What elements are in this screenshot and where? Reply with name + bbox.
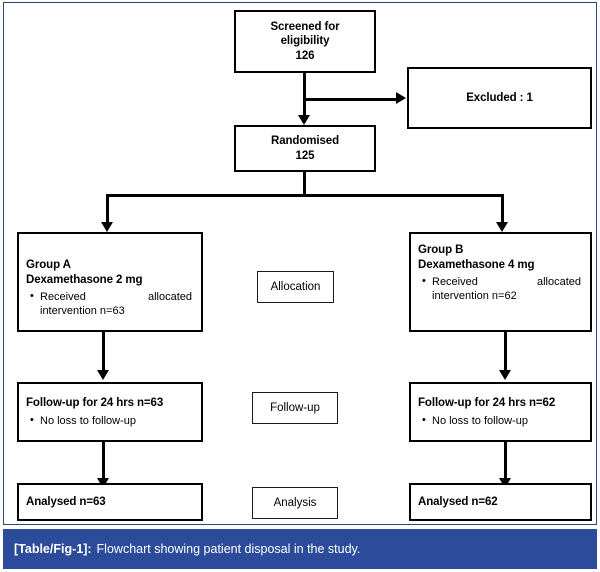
group-b-title-line2: Dexamethasone 4 mg [418,258,535,271]
followup-b-bullet: No loss to follow-up [422,413,583,428]
connector-randomised-stem [303,172,307,196]
group-b-bullet-left: Received [432,276,478,288]
group-b-bullet-second: intervention n=62 [432,290,517,302]
followup-a-bullet-text: No loss to follow-up [40,414,136,427]
figure-caption-text: Flowchart showing patient disposal in th… [96,542,361,556]
screened-line2: eligibility [280,35,330,48]
group-b-bullet-right: allocated [536,276,581,288]
arrowhead-excluded [396,92,406,104]
stage-label-analysis: Analysis [252,487,338,519]
connector-to-group-b [501,194,505,224]
node-followup-a: Follow-up for 24 hrs n=63 No loss to fol… [17,382,203,442]
followup-b-title: Follow-up for 24 hrs n=62 [418,397,556,409]
stage-label-analysis-text: Analysis [273,497,317,509]
followup-b-bullet-text: No loss to follow-up [432,414,528,427]
arrowhead-group-a [101,222,113,232]
randomised-line1: Randomised [270,135,339,147]
group-b-bullet-received: Received allocated intervention n=62 [422,274,583,303]
arrowhead-followup-a [97,370,109,380]
connector-to-group-a [106,194,110,224]
arrowhead-group-b [496,222,508,232]
connector-followup-a-to-analysed-a [102,442,106,480]
node-group-b: Group B Dexamethasone 4 mg Received allo… [409,232,592,332]
node-excluded: Excluded : 1 [407,67,592,129]
connector-group-b-to-followup-b [504,332,508,372]
figure-caption-bar: [Table/Fig-1]: Flowchart showing patient… [3,529,597,569]
figure-caption-tag: [Table/Fig-1]: [14,542,92,556]
connector-followup-b-to-analysed-b [504,442,508,480]
connector-group-a-to-followup-a [102,332,106,372]
arrowhead-followup-b [499,370,511,380]
stage-label-followup-text: Follow-up [270,402,320,414]
group-b-bullet-list: Received allocated intervention n=62 [418,274,583,303]
group-a-title-line2: Dexamethasone 2 mg [26,273,143,286]
followup-b-bullet-list: No loss to follow-up [418,413,583,428]
screened-count: 126 [295,49,315,62]
group-a-bullet-right: allocated [147,291,192,303]
group-b-title-line1: Group B [418,244,464,256]
node-randomised: Randomised 125 [234,125,376,172]
connector-screened-to-randomised [303,73,307,117]
node-analysed-a: Analysed n=63 [17,483,203,521]
connector-screened-to-excluded [303,98,397,102]
followup-a-title: Follow-up for 24 hrs n=63 [26,397,164,409]
group-a-title-line1: Group A [26,259,71,271]
analysed-b-title: Analysed n=62 [418,495,498,508]
analysed-a-title: Analysed n=63 [26,495,106,508]
flowchart-canvas: Screened for eligibility 126 Excluded : … [0,0,600,525]
connector-randomised-crossbar [106,194,504,198]
node-group-a: Group A Dexamethasone 2 mg Received allo… [17,232,203,332]
excluded-label: Excluded : 1 [466,91,533,104]
stage-label-allocation-text: Allocation [270,281,321,293]
group-a-bullet-left: Received [40,291,86,303]
group-a-bullet-list: Received allocated intervention n=63 [26,289,194,318]
group-a-bullet-second: intervention n=63 [40,305,125,317]
randomised-count: 125 [295,149,315,162]
node-followup-b: Follow-up for 24 hrs n=62 No loss to fol… [409,382,592,442]
arrowhead-randomised [298,115,310,125]
node-screened-for-eligibility: Screened for eligibility 126 [234,10,376,73]
stage-label-followup: Follow-up [252,392,338,424]
screened-line1: Screened for [270,20,340,33]
node-analysed-b: Analysed n=62 [409,483,592,521]
stage-label-allocation: Allocation [257,271,334,303]
followup-a-bullet: No loss to follow-up [30,413,194,428]
group-a-bullet-received: Received allocated intervention n=63 [30,289,194,318]
followup-a-bullet-list: No loss to follow-up [26,413,194,428]
